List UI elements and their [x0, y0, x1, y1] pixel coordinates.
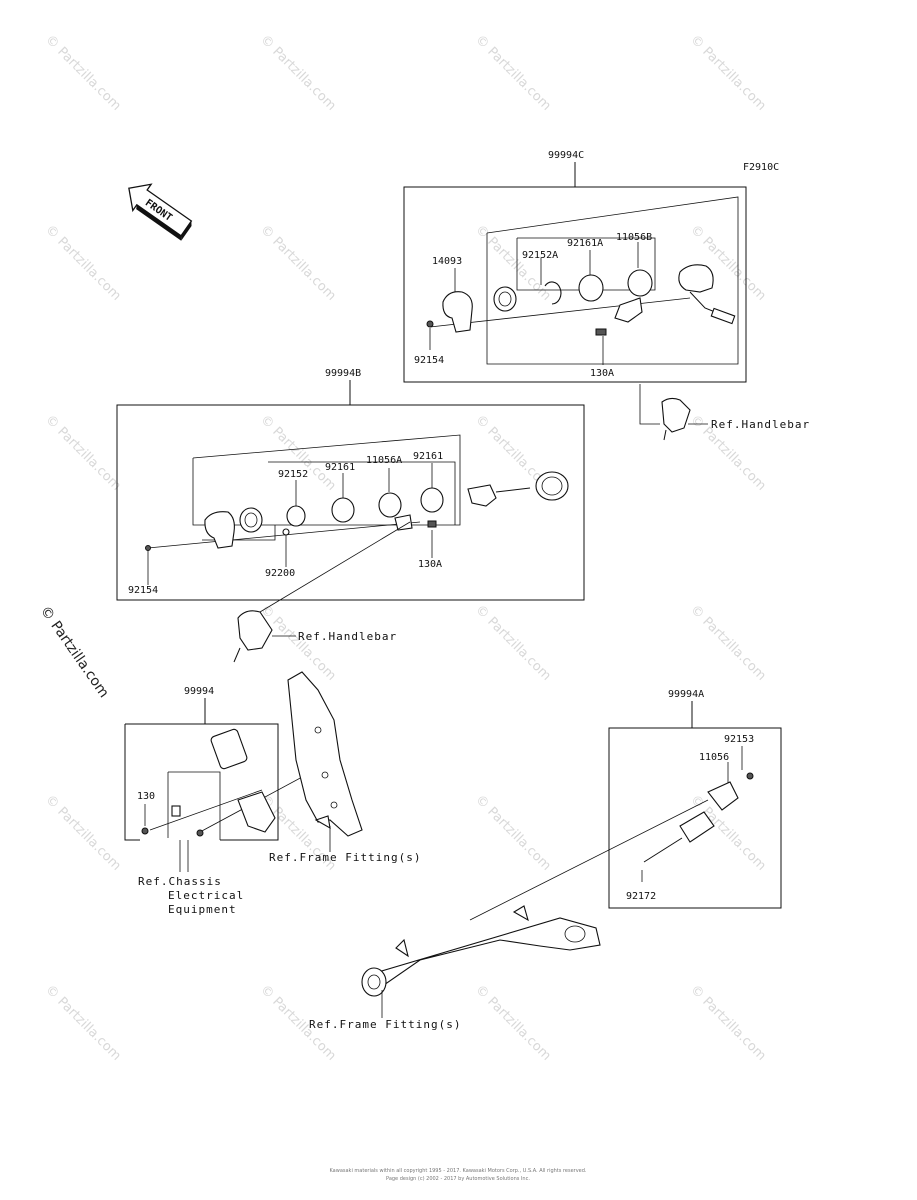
bracket — [707, 781, 739, 811]
side-copyright-text: © Partzilla.com — [37, 603, 112, 701]
sensor-cover — [210, 728, 248, 770]
part-label-92161a: 92161A — [567, 238, 603, 249]
part-label-92161: 92161 — [325, 462, 355, 473]
handlebar-clamp — [237, 610, 273, 651]
o-ring — [331, 497, 355, 523]
watermark: © Partzilla.com — [42, 982, 124, 1064]
part-label-92154-b: 92154 — [128, 585, 158, 596]
bolt — [141, 827, 149, 835]
collar — [493, 286, 517, 312]
watermark: © Partzilla.com — [257, 412, 339, 494]
front-arrow-icon: FRONT — [128, 183, 193, 241]
ref-frame-fitting-1: Ref.Frame Fitting(s) — [269, 851, 421, 864]
handlebar-ref-middle: Ref.Handlebar — [233, 521, 411, 663]
assembly-99994: 99994 130 Ref.Chassis Electrical Equipme… — [124, 686, 331, 916]
clamp-band — [627, 269, 653, 297]
bolt — [196, 829, 204, 837]
watermark: © Partzilla.com — [257, 222, 339, 304]
collar — [239, 507, 263, 533]
clamp-band — [378, 492, 402, 518]
part-label-92152: 92152 — [278, 469, 308, 480]
frame-plate-body — [287, 671, 363, 837]
bolt — [427, 520, 437, 528]
tab — [512, 905, 529, 922]
part-label-130: 130 — [137, 791, 155, 802]
screw — [145, 545, 151, 551]
tab — [395, 938, 409, 958]
knob — [535, 471, 569, 501]
watermark: © Partzilla.com — [687, 32, 769, 114]
tube-end — [361, 967, 387, 997]
assembly-99994c: 99994C 14093 92152A 92161A 11056B 92154 … — [403, 150, 747, 383]
assembly-label-99994: 99994 — [184, 686, 214, 697]
footer-line1: Kawasaki materials within all copyright … — [329, 1168, 586, 1174]
bolt — [595, 328, 607, 336]
bracket — [394, 514, 413, 531]
frame-tube-body — [366, 917, 601, 986]
switch-housing — [442, 291, 473, 333]
ref-handlebar-upper: Ref.Handlebar — [711, 418, 810, 431]
assembly-box-99994a — [608, 727, 782, 909]
o-ring — [420, 487, 444, 513]
assembly-99994b: 99994B 92152 92161 11056A 921 — [116, 368, 585, 601]
watermark: © Partzilla.com — [472, 602, 554, 684]
watermark: © Partzilla.com — [42, 792, 124, 874]
ref-frame-fitting-2: Ref.Frame Fitting(s) — [309, 1018, 461, 1031]
part-label-130a: 130A — [590, 368, 614, 379]
part-label-92200: 92200 — [265, 568, 295, 579]
part-label-11056: 11056 — [699, 752, 729, 763]
frame-plate: Ref.Frame Fitting(s) — [269, 671, 421, 864]
clip — [171, 805, 181, 817]
watermark: © Partzilla.com — [472, 792, 554, 874]
washer — [286, 505, 306, 527]
handlebar-ref-upper: Ref.Handlebar — [639, 384, 810, 441]
watermark: © Partzilla.com — [42, 222, 124, 304]
sensor-bracket — [237, 791, 276, 833]
ref-chassis-line2: Electrical — [168, 889, 244, 902]
screw — [746, 772, 754, 780]
switch-housing — [204, 511, 235, 549]
ref-chassis-line1: Ref.Chassis — [138, 875, 222, 888]
screw — [426, 320, 434, 328]
circlip — [544, 281, 562, 305]
o-ring — [578, 274, 604, 302]
part-label-92154: 92154 — [414, 355, 444, 366]
figure-code: F2910C — [743, 162, 779, 173]
ref-handlebar-middle: Ref.Handlebar — [298, 630, 397, 643]
assembly-box-99994b — [116, 404, 585, 601]
switch-body — [467, 484, 497, 507]
part-label-11056a: 11056A — [366, 455, 402, 466]
assembly-99994a: 99994A 92153 11056 92172 — [608, 689, 782, 909]
watermark: © Partzilla.com — [257, 32, 339, 114]
part-label-14093: 14093 — [432, 256, 462, 267]
handlebar-clamp — [661, 397, 691, 433]
part-label-11056b: 11056B — [616, 232, 652, 243]
part-label-92152a: 92152A — [522, 250, 558, 261]
ref-chassis-line3: Equipment — [168, 903, 237, 916]
watermark: © Partzilla.com — [472, 32, 554, 114]
watermark: © Partzilla.com — [687, 982, 769, 1064]
assembly-label-99994b: 99994B — [325, 368, 361, 379]
part-label-92153: 92153 — [724, 734, 754, 745]
watermark: © Partzilla.com — [687, 602, 769, 684]
watermark: © Partzilla.com — [42, 32, 124, 114]
frame-tube: Ref.Frame Fitting(s) — [309, 799, 709, 1031]
part-label-92161-b: 92161 — [413, 451, 443, 462]
switch-unit — [678, 264, 714, 293]
spacer — [282, 528, 290, 536]
part-label-92172: 92172 — [626, 891, 656, 902]
assembly-label-99994a: 99994A — [668, 689, 704, 700]
side-copyright: © Partzilla.com — [37, 603, 112, 701]
mount-tab — [314, 815, 331, 830]
watermark: © Partzilla.com — [472, 982, 554, 1064]
sensor — [679, 811, 715, 843]
part-label-130a-b: 130A — [418, 559, 442, 570]
watermark: © Partzilla.com — [42, 412, 124, 494]
connector — [710, 307, 736, 325]
footer-line2: Page design (c) 2002 - 2017 by Automotiv… — [386, 1176, 530, 1182]
bracket — [614, 297, 643, 323]
assembly-box-99994c — [403, 186, 747, 383]
assembly-label-99994c: 99994C — [548, 150, 584, 161]
